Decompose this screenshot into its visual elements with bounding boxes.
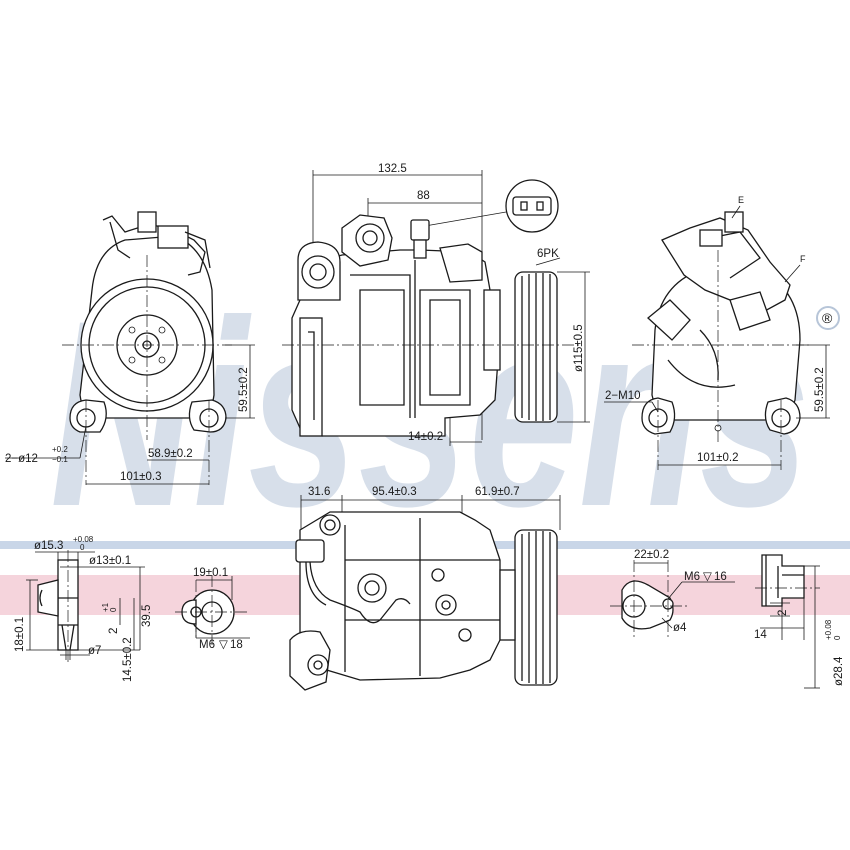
rear-label-e: E [738,195,744,205]
port1-h14-dim: 14.5±0.2 [122,637,134,682]
port1-h18-dim: 18±0.1 [14,617,26,652]
port2-depth-symbol: ▽ [219,639,228,651]
side-boss-dim: 14±0.2 [408,431,443,443]
port1-d7-dim: ø7 [88,645,101,657]
port2-19-dim: 19±0.1 [193,567,228,579]
port3-depth: 16 [714,571,727,583]
port3-thread: M6 [684,571,700,583]
port2-thread: M6 [199,639,215,651]
port1-dia-dim: ø15.3 [34,540,63,552]
registered-circle [816,306,840,330]
top-dim-c: 61.9±0.7 [475,486,520,498]
port1-dia-tol-up: +0.08 [73,535,94,544]
rear-view: E F 59.5±0.2 2−M10 101±0.2 [604,195,830,470]
port4-14-dim: 14 [754,629,767,641]
port4-dia-dim: ø28.4 [833,656,845,686]
port2-depth: 18 [230,639,243,651]
rear-width-dim: 101±0.2 [697,452,739,464]
front-width-dim: 101±0.3 [120,471,162,483]
front-holes-tol-up: +0.2 [52,445,68,454]
top-dim-b: 95.4±0.3 [372,486,417,498]
front-holes-tol-dn: −0.1 [52,455,68,464]
front-holes-dim: 2−ø12 [5,453,38,465]
port1-h2-tol-dn: 0 [109,607,118,612]
side-mid-dim: 88 [417,190,430,202]
port3-d4-dim: ø4 [673,622,687,634]
port1-dia2-dim: ø13±0.1 [89,555,131,567]
front-offset-dim: 58.9±0.2 [148,448,193,460]
pulley-label: 6PK [537,248,559,260]
rear-thread-dim: 2−M10 [605,390,640,402]
port1-dia-tol-dn: 0 [80,543,85,552]
side-overall-dim: 132.5 [378,163,407,175]
port-detail-4: 2 14 ø28.4 +0.08 0 [754,554,845,689]
front-height-dim: 59.5±0.2 [238,367,250,412]
port4-dia-tol-dn: 0 [833,635,842,640]
rear-height-dim: 59.5±0.2 [814,367,826,412]
port4-2-dim: 2 [777,610,789,616]
front-view: 59.5±0.2 58.9±0.2 101±0.3 2−ø12 +0.2 −0.… [5,211,255,485]
top-view: 31.6 95.4±0.3 61.9±0.7 [289,486,561,691]
port1-h39-dim: 39.5 [141,605,153,627]
port1-h2-dim: 2 [108,628,120,634]
port-detail-1: ø15.3 +0.08 0 ø13±0.1 18±0.1 2 +1 0 39.5… [14,535,153,682]
registered-mark: ® [822,310,833,326]
port-detail-2: 19±0.1 M6 ▽ 18 [175,567,250,651]
port3-22-dim: 22±0.2 [634,549,669,561]
port4-dia-tol-up: +0.08 [824,619,833,640]
side-view: 132.5 88 [282,163,590,446]
port1-h2-tol-up: +1 [101,602,110,612]
port-detail-3: 22±0.2 M6 ▽ 16 ø4 [610,549,735,640]
top-dim-a: 31.6 [308,486,330,498]
rear-label-f: F [800,254,806,264]
pulley-dia-dim: ø115±0.5 [573,324,585,372]
port3-depth-symbol: ▽ [703,571,712,583]
